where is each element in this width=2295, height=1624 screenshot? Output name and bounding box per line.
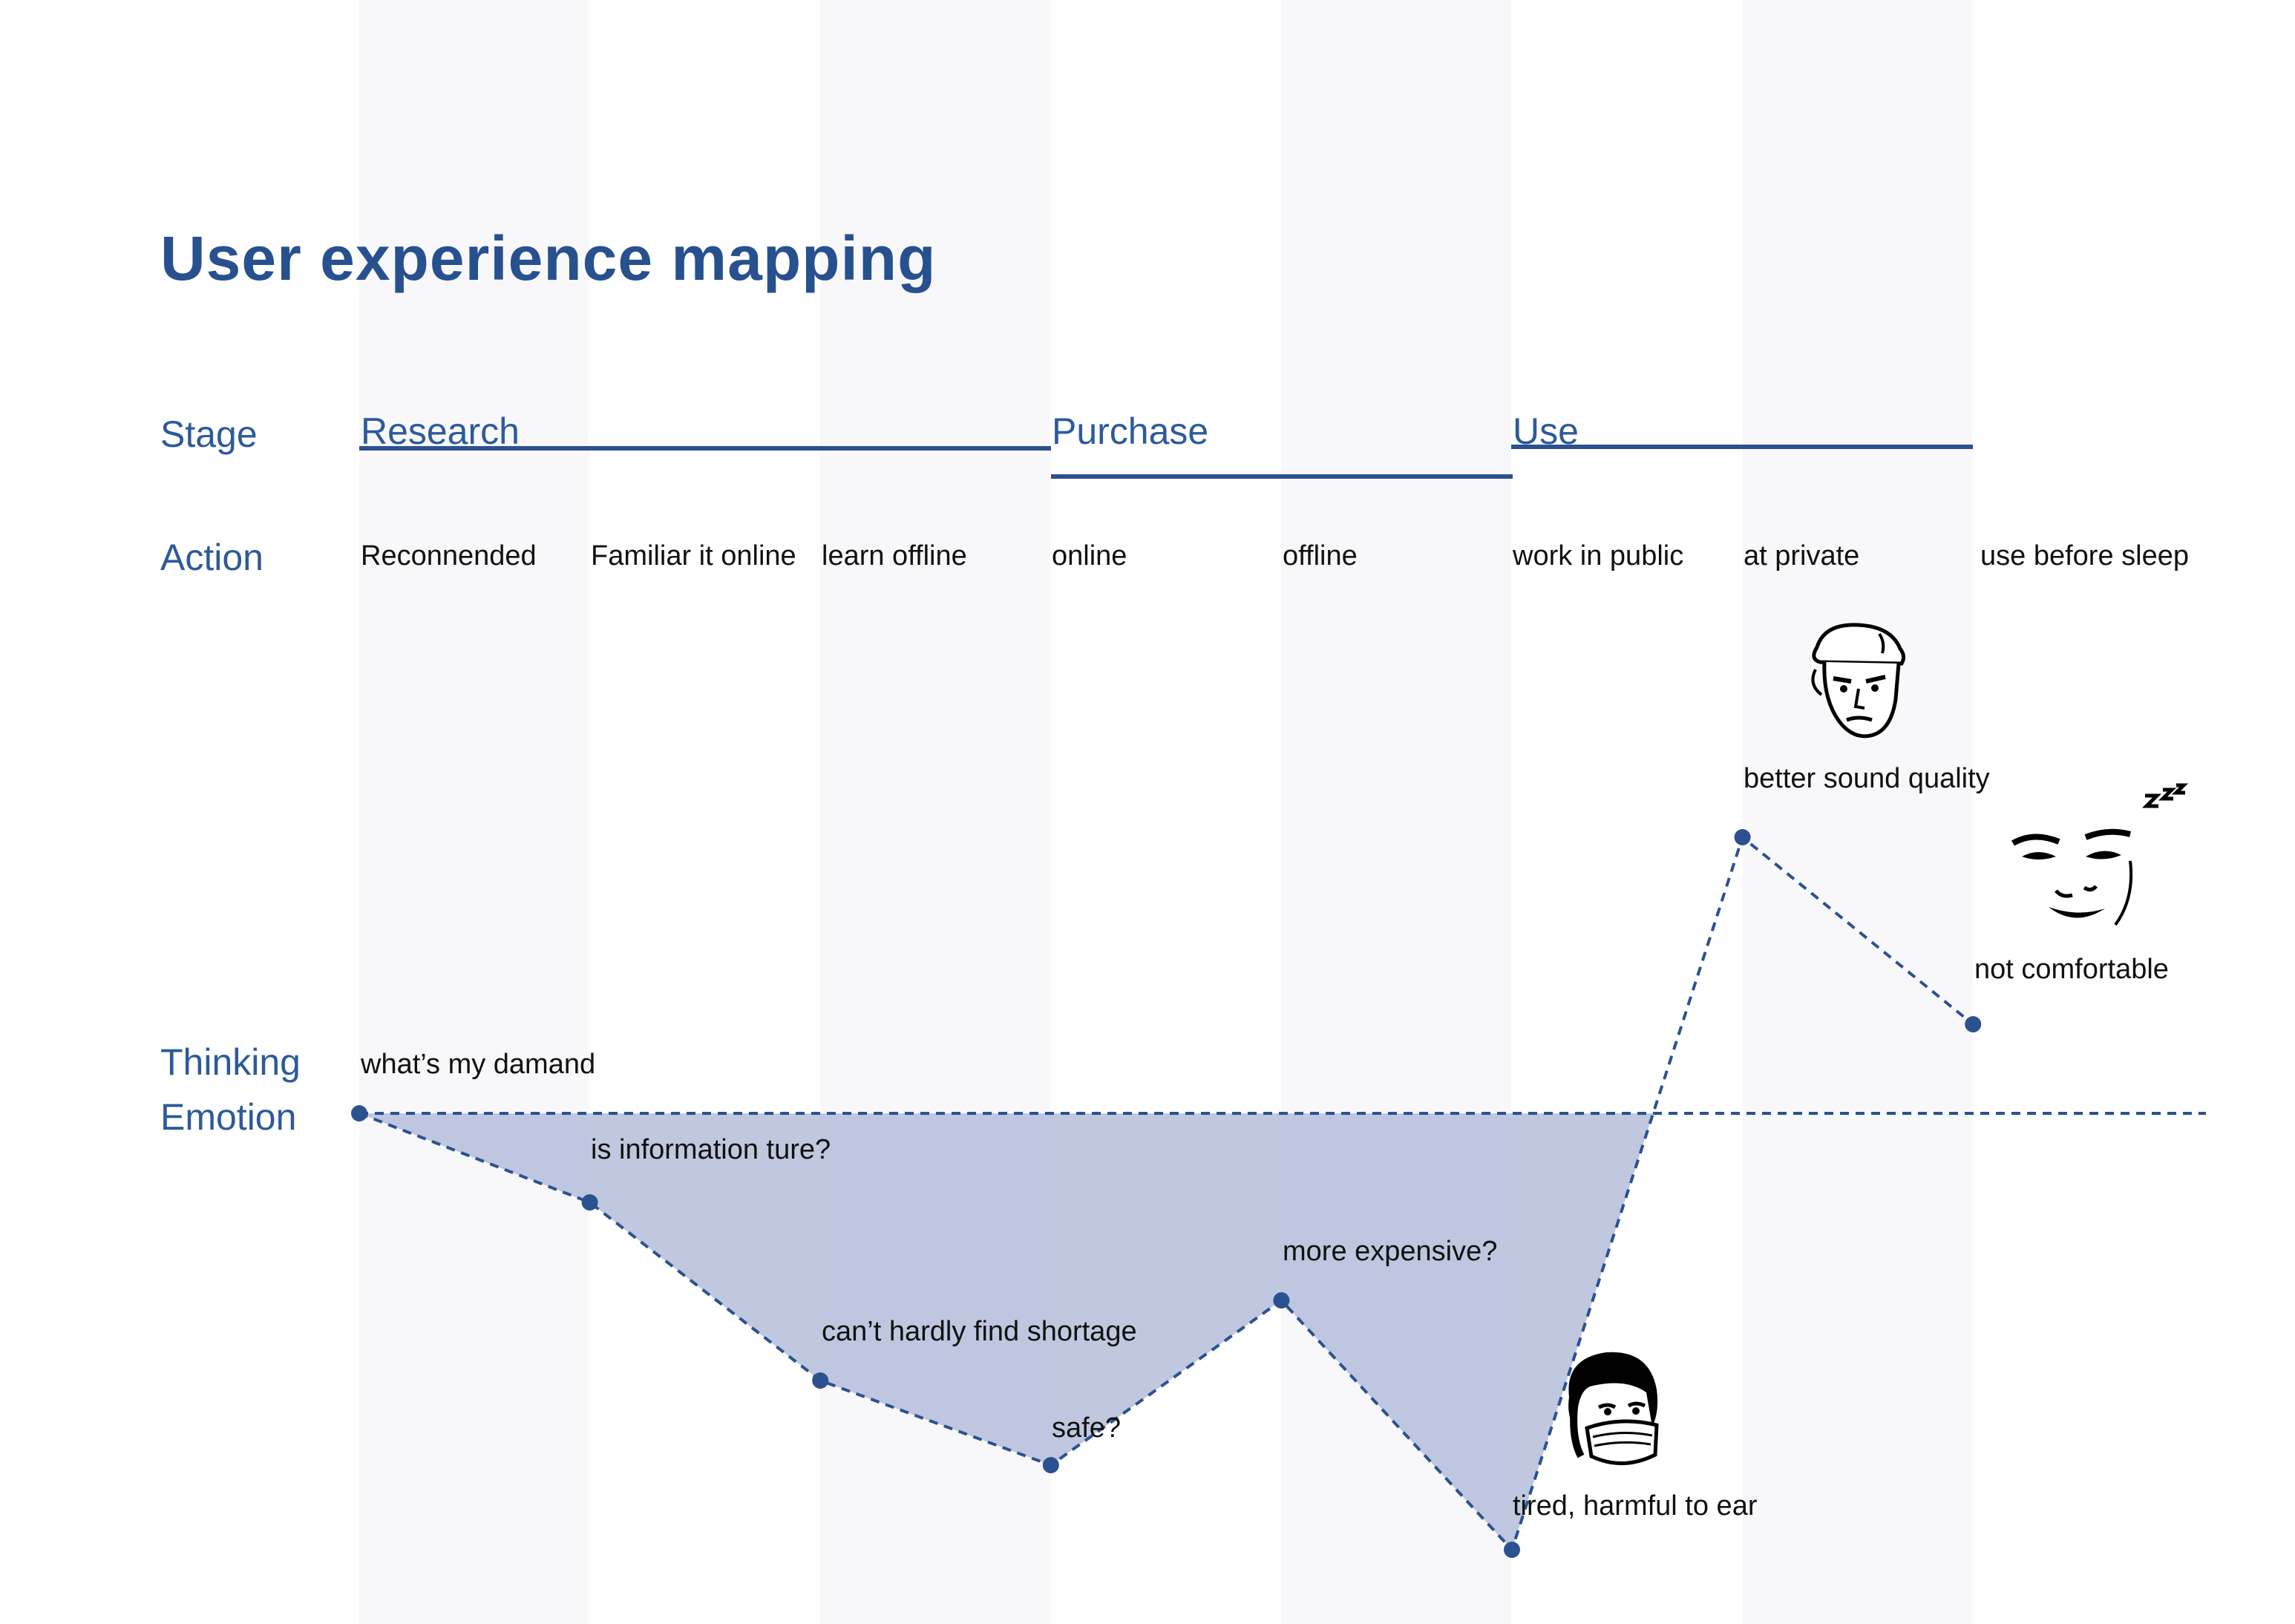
emotion-line [359,834,1974,1553]
note-demand: what’s my damand [361,1049,596,1080]
stage-use-line [1511,445,1973,449]
note-safe: safe? [1052,1412,1121,1444]
action-at-private: at private [1744,540,1860,572]
stage-research-line [359,446,1051,451]
row-label-stage: Stage [160,413,258,455]
emotion-point-4 [1273,1292,1290,1309]
note-information-true: is information ture? [591,1134,831,1165]
emotion-point-0 [351,1105,367,1122]
note-shortage: can’t hardly find shortage [822,1316,1137,1347]
emotion-point-3 [1042,1457,1059,1473]
action-work-in-public: work in public [1513,540,1684,572]
page-title: User experience mapping [160,223,937,293]
negative-emotion-area [359,1113,1654,1550]
row-label-thinking: Thinking [160,1041,301,1083]
action-recommended: Reconnended [361,540,537,572]
stage-purchase: Purchase [1052,410,1209,452]
emotion-point-5 [1504,1542,1520,1558]
man-with-cap-icon [1811,623,1906,739]
row-label-emotion: Emotion [160,1096,297,1138]
action-learn-offline: learn offline [822,540,967,572]
note-tired-harmful: tired, harmful to ear [1513,1490,1758,1522]
column-band [359,0,589,1624]
sleepy-face-icon [2011,783,2189,926]
row-label-action: Action [160,537,263,578]
note-not-comfortable: not comfortable [1974,954,2169,985]
emotion-point-1 [581,1194,598,1211]
stage-research: Research [361,410,520,452]
action-use-before-sleep: use before sleep [1980,540,2189,572]
note-better-sound: better sound quality [1744,763,1990,794]
note-more-expensive: more expensive? [1283,1236,1498,1267]
action-offline: offline [1283,540,1358,572]
emotion-point-7 [1965,1016,1982,1032]
action-online: online [1052,540,1127,572]
emotion-point-2 [812,1372,829,1389]
stage-purchase-line [1051,474,1513,479]
woman-with-mask-icon [1568,1352,1659,1465]
column-band [1743,0,1973,1624]
emotion-point-6 [1734,829,1751,845]
action-familiar-online: Familiar it online [591,540,796,572]
